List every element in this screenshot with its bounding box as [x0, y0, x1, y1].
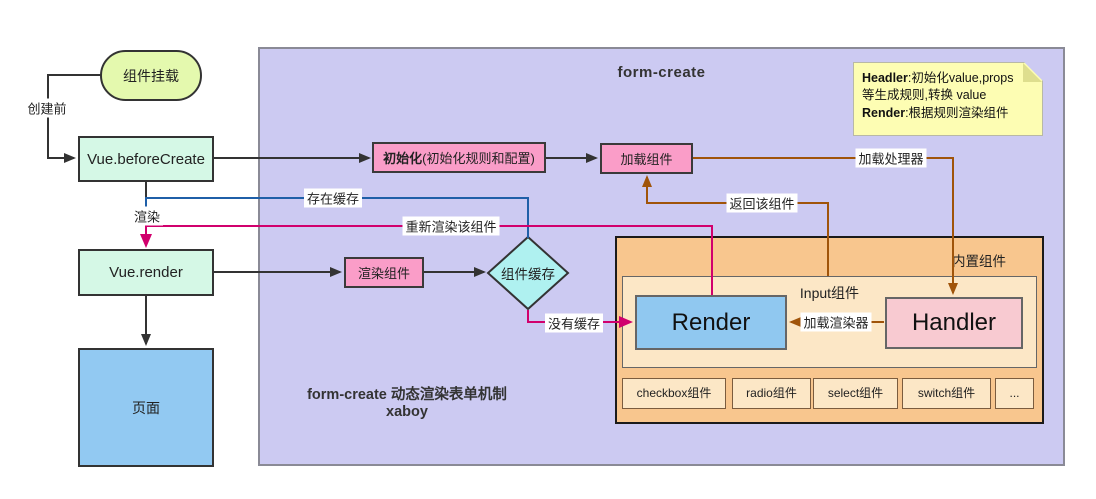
node-component-mount-label: 组件挂载 — [123, 67, 179, 84]
node-load-component-label: 加载组件 — [620, 152, 673, 167]
node-page-label: 页面 — [132, 399, 160, 416]
caption-line2: xaboy — [386, 404, 428, 421]
edge-label-return-component: 返回该组件 — [726, 193, 798, 213]
node-page: 页面 — [78, 348, 214, 467]
note-render-term: Render — [862, 105, 906, 120]
node-vue-render-label: Vue.render — [109, 264, 183, 281]
node-render-component-label: 渲染组件 — [357, 266, 410, 281]
edge-label-render: 渲染 — [130, 206, 164, 226]
node-more-components: ... — [995, 378, 1034, 409]
edge-label-before-create: 创建前 — [24, 98, 70, 118]
node-vue-beforecreate: Vue.beforeCreate — [78, 136, 214, 182]
radio-component-label: radio组件 — [746, 385, 797, 400]
select-component-label: select组件 — [827, 385, 884, 400]
node-vue-beforecreate-label: Vue.beforeCreate — [87, 150, 205, 168]
edge-label-load-renderer: 加载渲染器 — [800, 312, 872, 332]
diagram-caption: form-create 动态渲染表单机制 xaboy — [257, 387, 557, 422]
node-select-component: select组件 — [813, 378, 898, 409]
more-components-label: ... — [1009, 385, 1020, 400]
checkbox-component-label: checkbox组件 — [636, 385, 712, 400]
note-headler-term: Headler — [862, 71, 908, 85]
form-create-panel-title: form-create — [617, 64, 706, 81]
note-line1: :初始化value,props — [907, 71, 1014, 85]
edge-label-rerender: 重新渲染该组件 — [402, 216, 500, 236]
edge-label-load-handler: 加载处理器 — [855, 148, 927, 168]
builtin-components-title: 内置组件 — [952, 254, 1006, 269]
node-vue-render: Vue.render — [78, 249, 214, 296]
node-radio-component: radio组件 — [732, 378, 811, 409]
caption-line1: form-create 动态渲染表单机制 — [307, 387, 507, 403]
node-component-mount: 组件挂载 — [100, 50, 202, 101]
node-render-engine: Render — [635, 295, 787, 350]
node-initialize-label: 初始化(初始化规则和配置) — [383, 151, 535, 166]
note-line2: 等生成规则,转换 value — [862, 88, 987, 103]
cache-decision-label: 组件缓存 — [501, 267, 555, 282]
node-checkbox-component: checkbox组件 — [622, 378, 726, 409]
node-render-component: 渲染组件 — [344, 257, 424, 288]
node-render-engine-label: Render — [671, 308, 751, 336]
node-switch-component: switch组件 — [902, 378, 991, 409]
edge-label-no-cache: 没有缓存 — [544, 313, 604, 333]
node-handler-engine: Handler — [885, 297, 1023, 349]
note-line3: :根据规则渲染组件 — [905, 105, 1009, 120]
switch-component-label: switch组件 — [917, 385, 976, 400]
node-load-component: 加载组件 — [600, 143, 693, 174]
node-initialize: 初始化(初始化规则和配置) — [372, 142, 546, 173]
edge-label-cache-exists: 存在缓存 — [303, 188, 363, 208]
node-handler-engine-label: Handler — [911, 309, 997, 336]
